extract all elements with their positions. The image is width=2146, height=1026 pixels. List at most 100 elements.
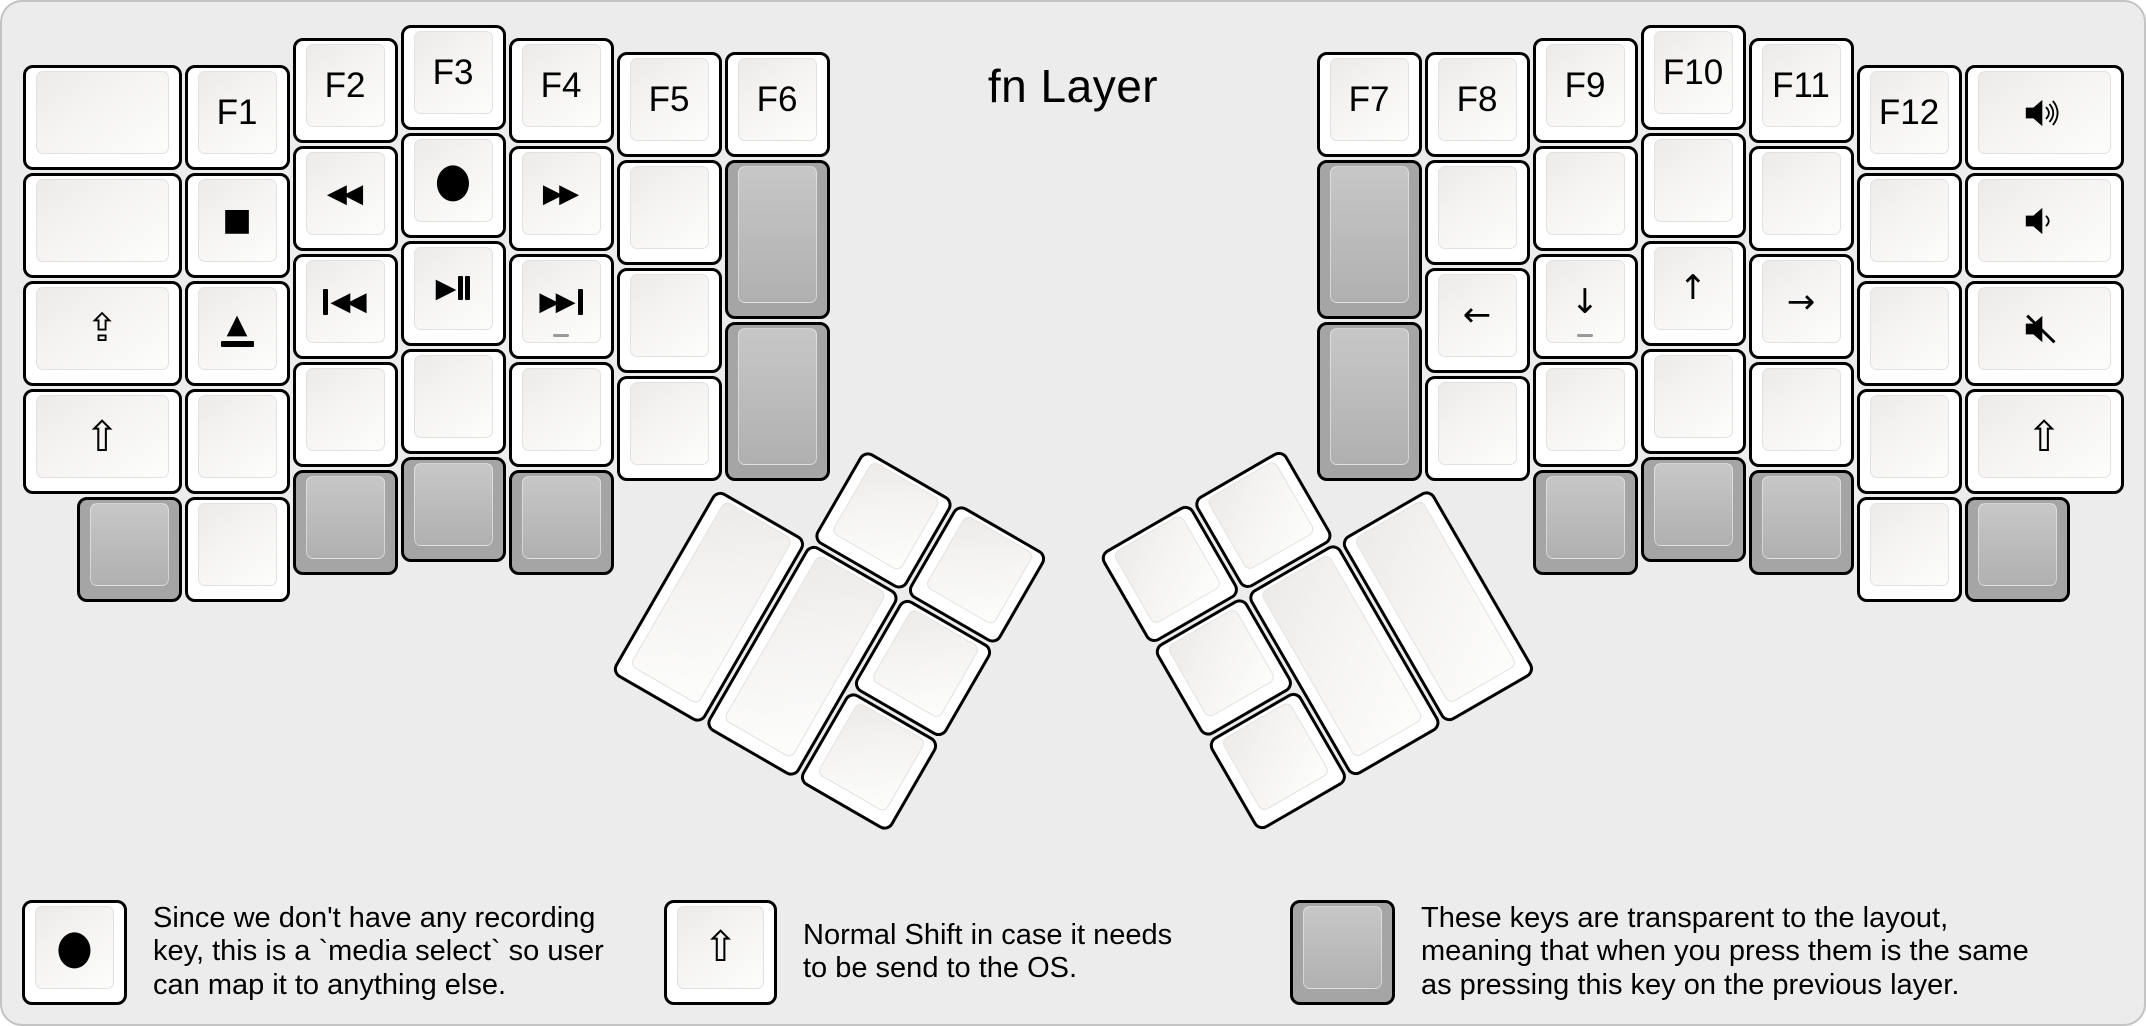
keycap-surface <box>305 368 385 451</box>
keycap-surface <box>1977 179 2111 262</box>
key-blank <box>508 362 614 467</box>
key-F12: F12 <box>1856 65 1962 170</box>
key-transparent <box>1640 456 1746 562</box>
homing-bar <box>1577 334 1593 337</box>
keycap-surface <box>1869 395 1949 478</box>
keycap-surface <box>737 165 817 303</box>
key-stop: ■ <box>184 173 290 278</box>
key-F6: F6 <box>724 51 830 157</box>
key-arrow-up: ↑ <box>1640 240 1746 346</box>
key-shift: ⇧ <box>22 389 182 494</box>
keycap-surface: ⇧ <box>35 395 169 478</box>
keycap-surface <box>1653 138 1733 222</box>
keycap-surface <box>629 273 709 357</box>
keycap-surface <box>35 71 169 154</box>
keycap-surface <box>197 503 277 586</box>
keycap-surface: F5 <box>629 57 709 141</box>
key-play-pause: ▶ <box>400 240 506 346</box>
keycap-surface: ◀◀ <box>305 152 385 235</box>
keycap-surface <box>1869 503 1949 586</box>
key-blank <box>1532 362 1638 467</box>
key-transparent <box>1532 470 1638 575</box>
key-blank <box>1640 132 1746 238</box>
key-fast-forward: ▶▶ <box>508 146 614 251</box>
key-transparent <box>400 456 506 562</box>
keycap-surface <box>737 327 817 465</box>
key-F10: F10 <box>1640 24 1746 130</box>
key-F5: F5 <box>616 51 722 157</box>
legend-text-transparent-keys: These keys are transparent to the layout… <box>1421 902 2029 1001</box>
key-blank <box>1856 281 1962 386</box>
keycap-surface: F8 <box>1437 57 1517 141</box>
keycap-surface: F10 <box>1653 30 1733 114</box>
keycap-surface <box>1653 462 1733 546</box>
homing-bar <box>553 334 569 337</box>
keycap-surface: F3 <box>413 30 493 114</box>
legend-item-normal-shift: ⇧ Normal Shift in case it needs to be se… <box>664 897 1172 1007</box>
legend-text-normal-shift: Normal Shift in case it needs to be send… <box>803 918 1173 984</box>
keycap-surface: → <box>1761 260 1841 343</box>
keycap-surface <box>1545 368 1625 451</box>
legend-key-transparent <box>1290 899 1395 1005</box>
key-shift: ⇧ <box>1964 389 2124 494</box>
keycap-surface <box>1653 354 1733 438</box>
key-blank <box>1748 146 1854 251</box>
keycap-surface: F2 <box>305 44 385 127</box>
key-rewind: ◀◀ <box>292 146 398 251</box>
keycap-surface: ▶▶ <box>521 260 601 343</box>
keycap-surface: ↑ <box>1653 246 1733 330</box>
legend-key-shift: ⇧ <box>664 899 777 1005</box>
key-volume-up <box>1964 65 2124 170</box>
key-F1: F1 <box>184 65 290 170</box>
keycap-surface <box>521 368 601 451</box>
key-F4: F4 <box>508 38 614 143</box>
key-F11: F11 <box>1748 38 1854 143</box>
keycap-surface: ← <box>1437 273 1517 357</box>
key-transparent <box>76 497 182 602</box>
key-blank <box>22 173 182 278</box>
keycap-surface <box>1545 476 1625 559</box>
keycap-surface: ■ <box>197 179 277 262</box>
keycap-surface <box>924 513 1035 626</box>
key-caps-lock: ⇪ <box>22 281 182 386</box>
keycap-surface: ▲ <box>197 287 277 370</box>
key-blank <box>616 375 722 481</box>
key-transparent <box>724 321 830 481</box>
keycap-surface: ▶ <box>413 246 493 330</box>
keycap-surface <box>830 459 941 572</box>
key-F8: F8 <box>1424 51 1530 157</box>
keycap-surface: F12 <box>1869 71 1949 154</box>
keycap-surface: ● <box>35 905 114 989</box>
keycap-surface <box>1761 368 1841 451</box>
key-volume-down <box>1964 173 2124 278</box>
key-eject: ▲ <box>184 281 290 386</box>
key-transparent <box>508 470 614 575</box>
keycap-surface <box>305 476 385 559</box>
key-blank <box>616 159 722 265</box>
keycap-surface <box>1761 476 1841 559</box>
legend-item-transparent-keys: These keys are transparent to the layout… <box>1290 897 2029 1007</box>
key-F9: F9 <box>1532 38 1638 143</box>
key-blank <box>184 497 290 602</box>
keycap-surface: F7 <box>1329 57 1409 141</box>
key-F2: F2 <box>292 38 398 143</box>
key-transparent <box>724 159 830 319</box>
keycap-surface <box>1869 179 1949 262</box>
keycap-surface: ◀◀ <box>305 260 385 343</box>
keycap-surface <box>629 381 709 465</box>
keycap-surface <box>1437 165 1517 249</box>
keycap-surface <box>1329 165 1409 303</box>
keycap-surface <box>1303 905 1382 989</box>
key-blank <box>1424 375 1530 481</box>
key-transparent <box>1964 497 2070 602</box>
key-transparent <box>292 470 398 575</box>
key-F3: F3 <box>400 24 506 130</box>
keycap-surface: F9 <box>1545 44 1625 127</box>
key-F7: F7 <box>1316 51 1422 157</box>
keycap-surface <box>89 503 169 586</box>
key-blank <box>1856 173 1962 278</box>
legend-item-media-select: ● Since we don't have any recording key,… <box>22 897 604 1007</box>
key-blank <box>1748 362 1854 467</box>
keycap-surface: F11 <box>1761 44 1841 127</box>
